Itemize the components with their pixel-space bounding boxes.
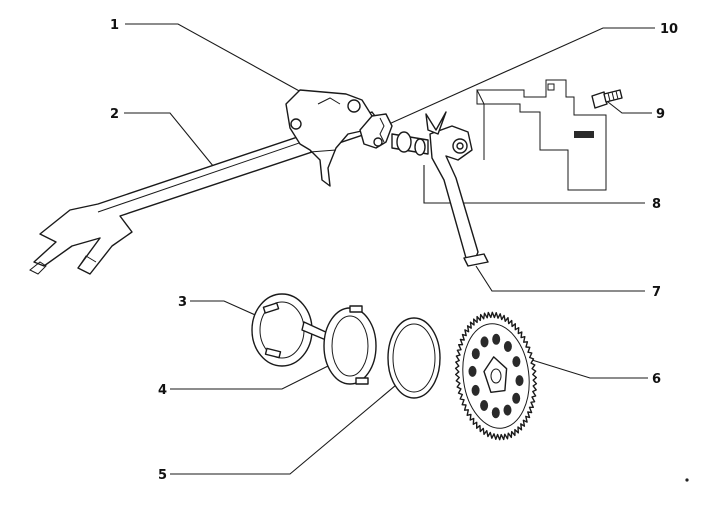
leader-lines bbox=[124, 23, 655, 475]
washer-ring-part bbox=[387, 317, 441, 399]
callout-labels: 1 2 3 4 5 6 7 8 9 10 bbox=[110, 18, 678, 483]
retainer-plate-part bbox=[251, 293, 331, 367]
leader-5 bbox=[170, 379, 403, 475]
pivot-bracket-part bbox=[285, 89, 373, 187]
sprocket-hole bbox=[515, 375, 524, 387]
callout-5: 5 bbox=[158, 468, 167, 483]
sprocket-hole bbox=[480, 400, 489, 411]
leader-4 bbox=[170, 363, 333, 390]
callout-7: 7 bbox=[652, 285, 661, 300]
leader-8 bbox=[423, 165, 645, 204]
callout-9: 9 bbox=[656, 107, 665, 122]
callout-3: 3 bbox=[178, 295, 187, 310]
bolt-part bbox=[591, 89, 623, 109]
frame-bracket bbox=[476, 79, 607, 191]
flanged-ring-part bbox=[323, 305, 377, 385]
stray-mark bbox=[685, 478, 689, 482]
callout-8: 8 bbox=[652, 197, 661, 212]
sprocket-rim bbox=[462, 323, 530, 429]
rocker-arm-part bbox=[425, 111, 489, 267]
sprocket-hole bbox=[512, 356, 521, 368]
leader-1 bbox=[125, 23, 313, 99]
sprocket-hole bbox=[492, 333, 501, 345]
callout-4: 4 bbox=[158, 383, 167, 398]
sprocket-hole bbox=[512, 392, 521, 404]
callout-10: 10 bbox=[660, 22, 678, 37]
leader-9 bbox=[607, 101, 652, 114]
leader-7 bbox=[475, 265, 645, 292]
leader-3 bbox=[190, 300, 263, 319]
callout-6: 6 bbox=[652, 372, 661, 387]
spring-link-part bbox=[359, 113, 393, 149]
sprocket-hole bbox=[503, 404, 512, 416]
leader-6 bbox=[531, 359, 648, 379]
sprocket-hole bbox=[480, 336, 489, 348]
sprocket-bore bbox=[490, 368, 502, 384]
sprocket-hole bbox=[503, 341, 512, 352]
leader-10 bbox=[379, 27, 655, 129]
sprocket-hole bbox=[471, 348, 480, 360]
callout-2: 2 bbox=[110, 107, 119, 122]
sprocket-hole bbox=[468, 365, 477, 377]
sprocket-hole bbox=[471, 384, 480, 396]
sprocket-part bbox=[454, 311, 538, 441]
sprocket-hub bbox=[483, 356, 508, 393]
leader-2 bbox=[124, 112, 219, 173]
callout-1: 1 bbox=[110, 18, 119, 33]
sprocket-hole bbox=[491, 407, 500, 419]
shaft-bushing-part bbox=[391, 131, 429, 156]
